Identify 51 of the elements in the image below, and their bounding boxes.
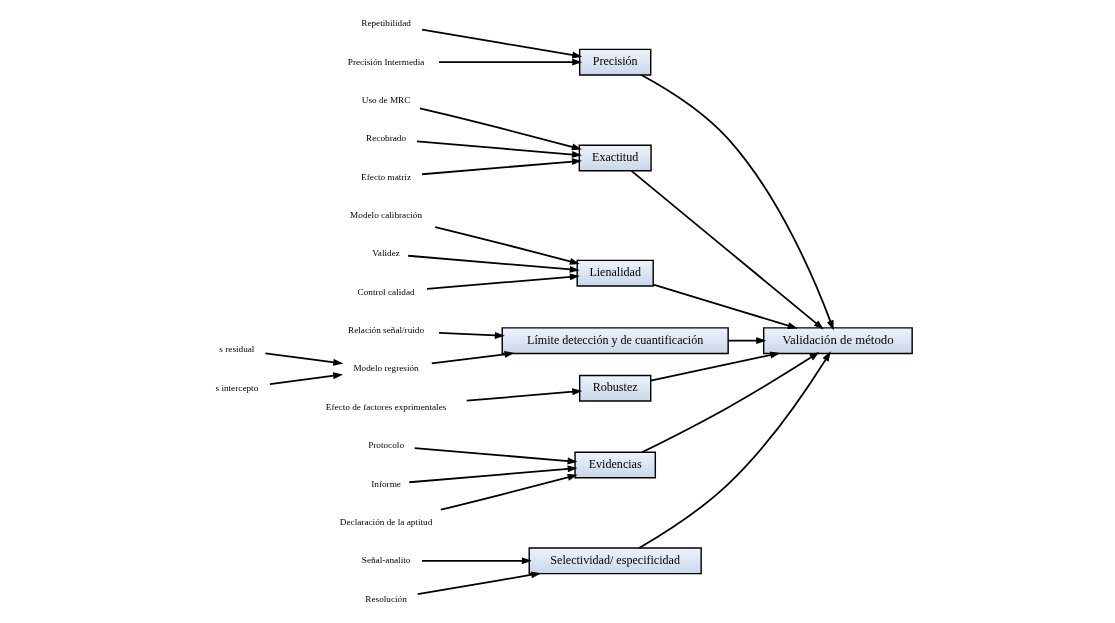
arrow	[437, 58, 582, 66]
arrow	[726, 337, 766, 345]
node-text: Repetibilidad	[360, 18, 411, 29]
arrow	[430, 350, 515, 365]
arrow	[420, 557, 532, 565]
node-text: Validez	[371, 248, 400, 259]
arrow	[652, 283, 798, 329]
arrow	[640, 74, 834, 331]
arrow	[649, 351, 780, 382]
node-box: Lienalidad	[575, 259, 654, 287]
node-text: s intercepto	[215, 382, 258, 393]
node-text: Modelo regresión	[352, 363, 419, 374]
arrow	[407, 465, 578, 484]
arrow	[437, 331, 505, 339]
node-text: Recobrado	[365, 133, 406, 144]
node-text: s residual	[218, 344, 254, 355]
node-box: Validación de método	[762, 327, 913, 355]
node-text: Efecto de factores exprimentales	[325, 401, 446, 412]
node-text: Efecto matriz	[360, 171, 411, 182]
node-text: Protocolo	[367, 440, 404, 451]
node-text: Precisión Intermedia	[347, 56, 424, 67]
arrow	[420, 28, 582, 59]
node-text: Informe	[370, 478, 401, 489]
node-box: Robustez	[578, 374, 651, 402]
node-text: Control calidad	[357, 286, 415, 297]
node-text: Resolución	[364, 593, 407, 604]
arrow	[416, 571, 541, 595]
node-box: Exactitud	[578, 144, 652, 172]
node-box: Límite detección y de cuantificación	[501, 327, 729, 355]
arrow	[465, 388, 582, 402]
node-box: Evidencias	[573, 451, 656, 479]
node-text: Señal-analito	[361, 555, 410, 566]
node-box: Precisión	[578, 48, 651, 76]
node-text: Relación señal/ruido	[347, 325, 424, 336]
arrow	[640, 352, 819, 454]
arrow	[439, 473, 578, 511]
arrow	[264, 352, 343, 366]
arrow	[425, 273, 580, 290]
arrow	[630, 170, 824, 330]
node-text: Modelo calibración	[349, 210, 422, 221]
arrow	[420, 158, 582, 176]
node-text: Declaración de la aptitud	[339, 516, 432, 527]
arrow	[433, 226, 580, 265]
arrow	[415, 140, 582, 158]
arrow	[406, 254, 580, 273]
arrow	[413, 447, 578, 465]
arrow	[268, 372, 343, 385]
arrow	[418, 107, 582, 151]
arrow	[637, 351, 831, 549]
node-text: Uso de MRC	[361, 94, 410, 105]
node-box: Selectividad/ especificidad	[528, 547, 702, 575]
